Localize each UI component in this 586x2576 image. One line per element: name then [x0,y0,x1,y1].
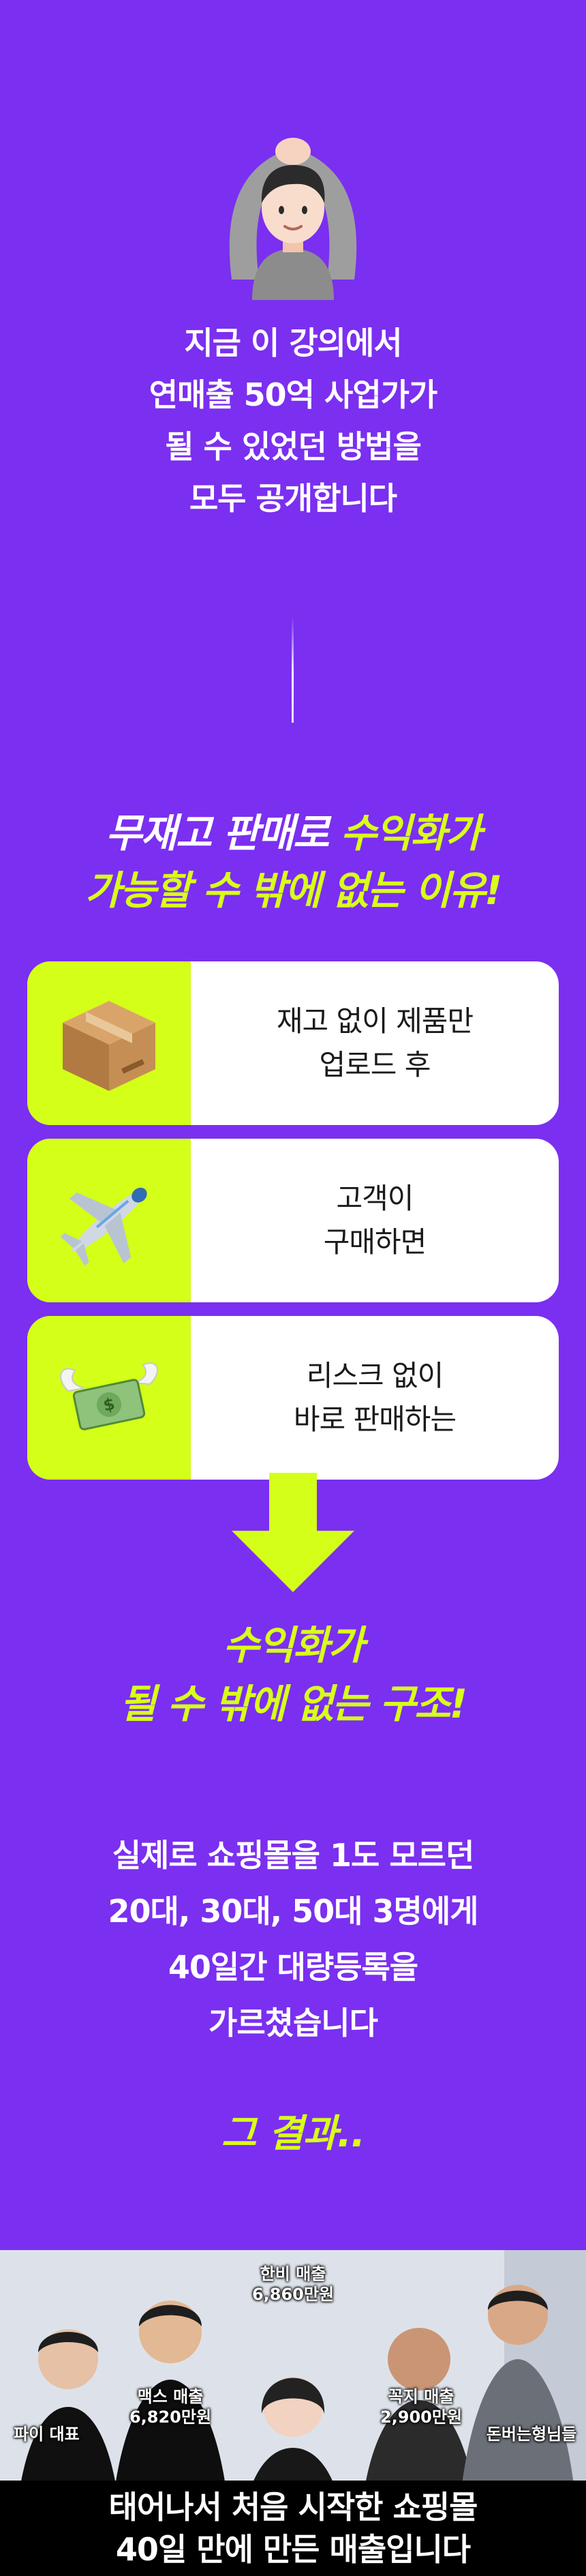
step-card-upload: 재고 없이 제품만 업로드 후 [27,961,559,1125]
airplane-icon [60,1187,147,1266]
headline-lime-part: 수익화가 [340,810,482,856]
caption-line-2: 40일 만에 만든 매출입니다 [115,2531,471,2568]
intro-text: 지금 이 강의에서 연매출 50억 사업가가 될 수 있었던 방법을 모두 공개… [0,317,586,524]
intro-line: 될 수 있었던 방법을 [165,428,422,465]
person-gesturing-ok-icon [204,123,382,300]
svg-text:$: $ [102,1394,117,1416]
intro-line: 모두 공개합니다 [189,480,397,517]
intro-line: 지금 이 강의에서 [184,325,402,361]
kkoji-sales-amount: 2,900만원 [380,2408,463,2427]
hanbi-sales-tag: 한비 매출 6,860만원 [245,2264,341,2305]
story-line: 20대, 30대, 50대 3명에게 [108,1893,479,1930]
story-line: 가르쳤습니다 [209,2005,378,2041]
conclusion-text: 그 결과.. [221,2112,366,2156]
step-line: 리스크 없이 [306,1359,444,1392]
money-with-wings-icon: $ [60,1362,158,1431]
step-card-sell: $ 리스크 없이 바로 판매하는 [27,1316,559,1480]
story-line: 40일간 대량등록을 [168,1949,418,1986]
hanbi-sales-amount: 6,860만원 [251,2285,335,2304]
max-sales-amount: 6,820만원 [129,2408,212,2427]
story-text: 실제로 쇼핑몰을 1도 모르던 20대, 30대, 50대 3명에게 40일간 … [0,1827,586,2051]
down-arrow-icon [232,1473,354,1592]
headline-white-part: 무재고 판매로 [106,810,341,856]
step-line: 재고 없이 제품만 [276,1004,474,1038]
step-line: 바로 판매하는 [293,1403,457,1436]
headline-line-2: 가능할 수 밖에 없는 이유! [84,867,503,914]
package-icon [63,1001,155,1091]
result-heading: 수익화가 될 수 밖에 없는 구조! [0,1616,586,1733]
result-heading-line-2: 될 수 밖에 없는 구조! [119,1681,467,1727]
caption-line-1: 태어나서 처음 시작한 쇼핑몰 [108,2489,478,2526]
intro-line: 연매출 50억 사업가가 [149,376,438,413]
step-card-purchase: 고객이 구매하면 [27,1139,559,1302]
result-heading-line-1: 수익화가 [223,1622,364,1668]
photo-caption: 태어나서 처음 시작한 쇼핑몰 40일 만에 만든 매출입니다 [0,2481,586,2576]
max-sales-tag: 맥스 매출 6,820만원 [123,2386,218,2427]
headline: 무재고 판매로 수익화가 가능할 수 밖에 없는 이유! [0,805,586,919]
kkoji-sales-tag: 꼭지 매출 2,900만원 [373,2386,469,2427]
donbeo-tag: 돈버는형님들 [486,2425,577,2444]
pai-tag: 파이 대표 [14,2425,80,2444]
vertical-divider [292,617,294,723]
step-line: 구매하면 [323,1225,427,1259]
max-name: 맥스 매출 [137,2387,204,2406]
kkoji-name: 꼭지 매출 [388,2387,454,2406]
story-line: 실제로 쇼핑몰을 1도 모르던 [112,1837,475,1874]
step-line: 고객이 [336,1182,414,1215]
testimonial-photo: 파이 대표 맥스 매출 6,820만원 한비 매출 6,860만원 꼭지 매출 … [0,2250,586,2576]
step-line: 업로드 후 [319,1048,431,1081]
hanbi-name: 한비 매출 [260,2264,326,2283]
headline-line-1: 무재고 판매로 수익화가 [0,805,586,862]
